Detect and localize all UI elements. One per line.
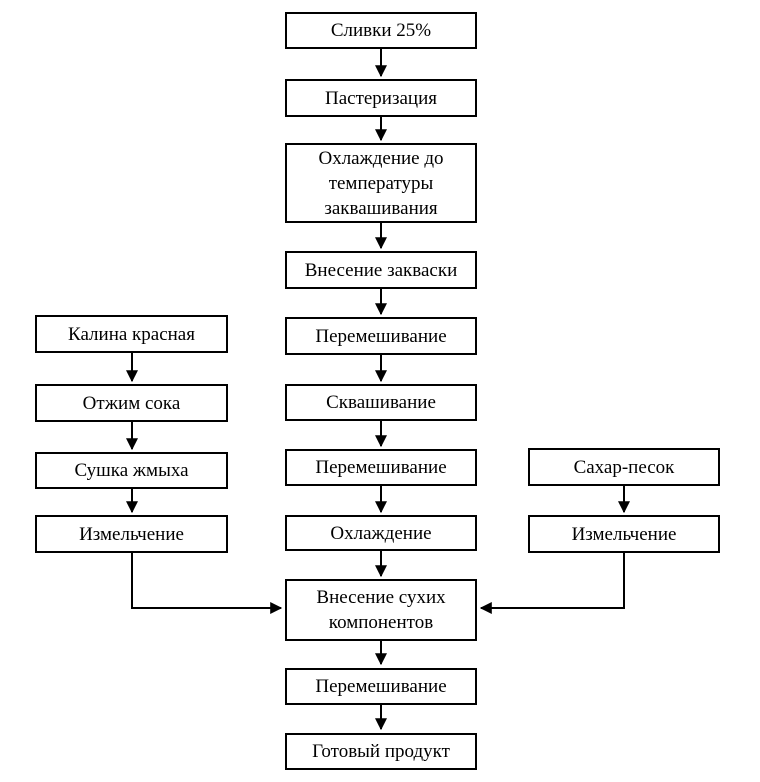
connector-right-elbow [479, 553, 625, 614]
flow-node-mixing-2: Перемешивание [285, 449, 477, 486]
flow-node-juice-pressing: Отжим сока [35, 384, 228, 422]
flow-node-cream: Сливки 25% [285, 12, 477, 49]
connector-left-elbow [131, 553, 283, 614]
flow-node-starter-addition: Внесение закваски [285, 251, 477, 289]
flow-node-cooling: Охлаждение [285, 515, 477, 551]
flow-node-mixing-1: Перемешивание [285, 317, 477, 355]
flow-node-sugar: Сахар-песок [528, 448, 720, 486]
flow-node-cake-drying: Сушка жмыха [35, 452, 228, 489]
flow-node-fermentation: Сквашивание [285, 384, 477, 421]
flow-node-viburnum: Калина красная [35, 315, 228, 353]
flow-node-dry-components-addition: Внесение сухих компонентов [285, 579, 477, 641]
flow-node-mixing-3: Перемешивание [285, 668, 477, 705]
flow-node-pasteurization: Пастеризация [285, 79, 477, 117]
flow-node-finished-product: Готовый продукт [285, 733, 477, 770]
flow-node-grinding-left: Измельчение [35, 515, 228, 553]
flow-node-grinding-right: Измельчение [528, 515, 720, 553]
flow-node-cooling-to-fermentation-temp: Охлаждение до температуры заквашивания [285, 143, 477, 223]
